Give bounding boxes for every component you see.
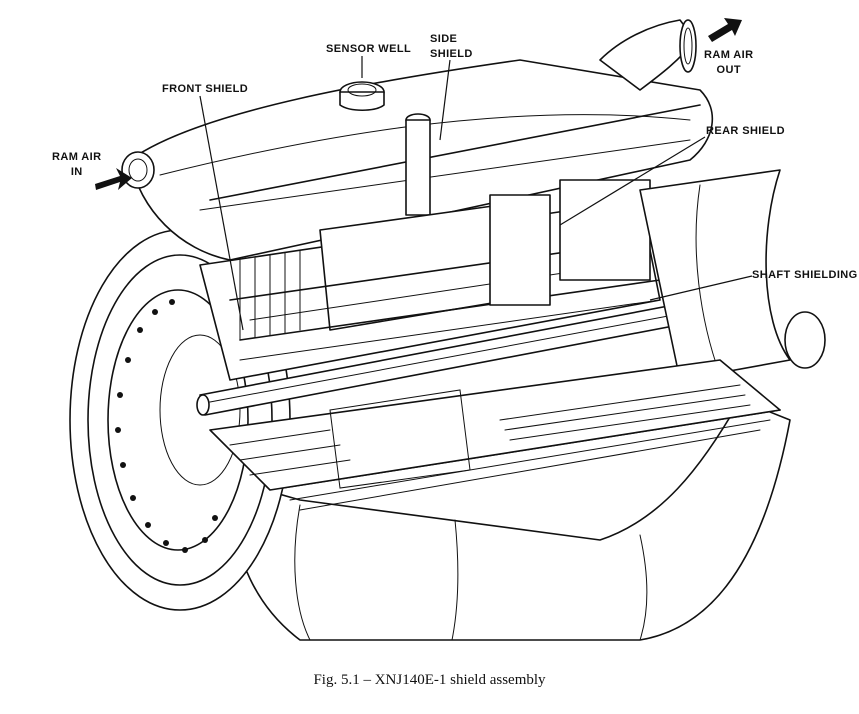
inner-cutaway (199, 179, 661, 381)
label-ram-air-in-line1: RAM AIR (52, 151, 102, 163)
arrow-out-icon (708, 18, 742, 42)
figure-caption: Fig. 5.1 – XNJ140E-1 shield assembly (313, 672, 546, 688)
label-side-shield-line1: SIDE (430, 33, 458, 45)
label-shaft-shielding: SHAFT SHIELDING (752, 269, 858, 281)
label-front-shield: FRONT SHIELD (162, 83, 249, 95)
label-ram-air-out-line2: OUT (716, 64, 741, 76)
ram-air-out-pipe (599, 19, 697, 91)
label-ram-air-out-line1: RAM AIR (704, 49, 754, 61)
side-shield-post (405, 113, 431, 216)
arrow-in-icon (95, 168, 132, 190)
bolt-circle (115, 299, 218, 553)
label-side-shield-line2: SHIELD (430, 48, 473, 60)
sensor-well (339, 81, 385, 112)
ram-air-in-pipe (121, 151, 155, 189)
lower-fins (209, 359, 781, 491)
shaft-shielding-tube (639, 169, 826, 381)
label-sensor-well: SENSOR WELL (326, 43, 412, 55)
label-ram-air-in: RAM AIR IN (52, 150, 101, 180)
label-ram-air-in-line2: IN (70, 166, 83, 178)
leader-lines (199, 56, 753, 331)
label-ram-air-out: RAM AIR OUT (704, 48, 753, 78)
label-side-shield: SIDE SHIELD (430, 32, 473, 62)
label-rear-shield: REAR SHIELD (706, 125, 785, 137)
